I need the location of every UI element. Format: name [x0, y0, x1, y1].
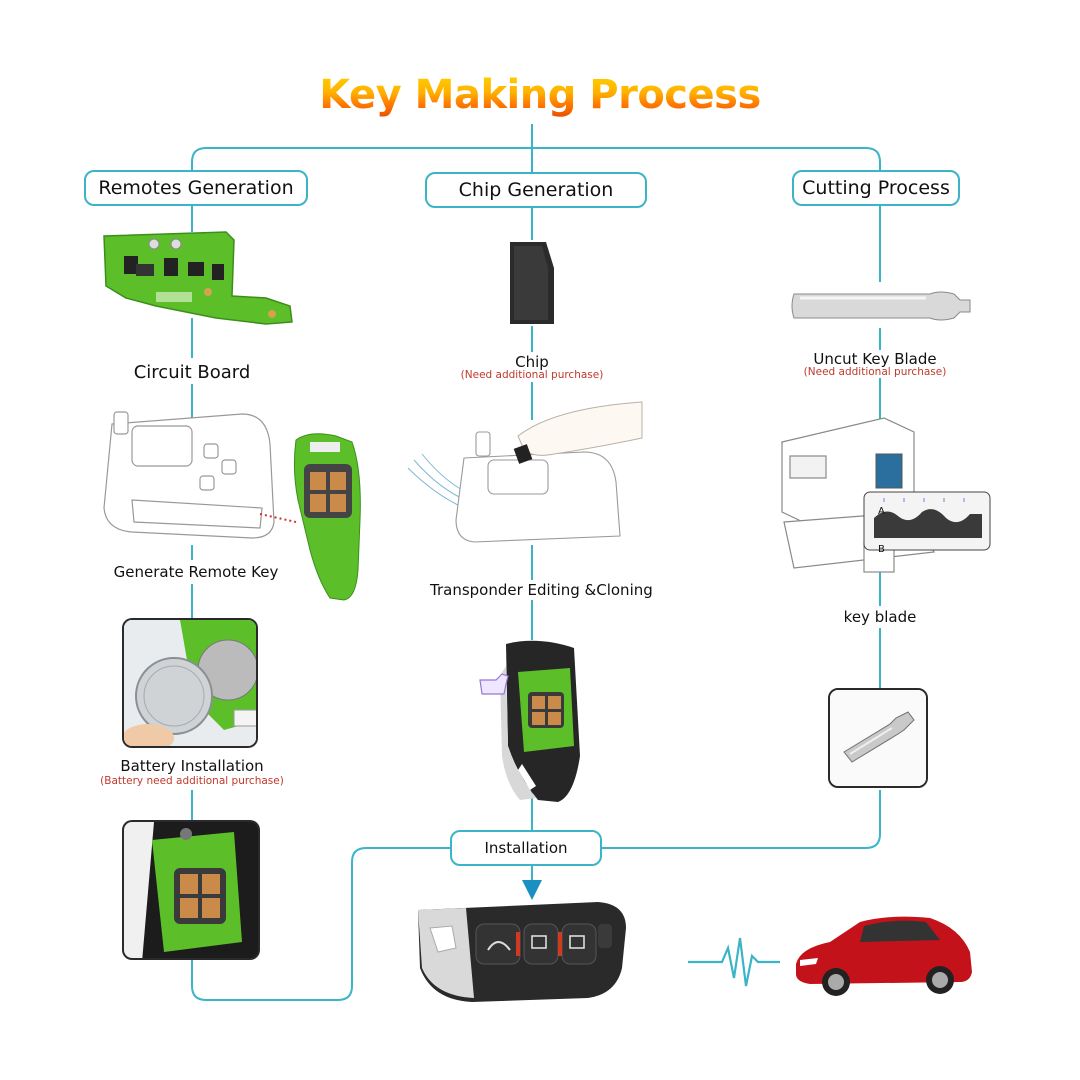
- label-circuit-board: Circuit Board: [133, 362, 251, 383]
- installation-step: Installation: [450, 830, 602, 866]
- right-return-line: [602, 790, 881, 849]
- graph-label-b: B: [878, 544, 885, 555]
- label-chip: Chip: [515, 353, 549, 371]
- top-bracket-line: [191, 147, 881, 174]
- installed-remote-photo: [122, 820, 260, 960]
- key-cutting-machine-image: A B: [781, 417, 991, 573]
- uncut-key-blade-image: [791, 291, 971, 321]
- key-tool-device-image: [103, 411, 275, 539]
- label-battery-installation: Battery Installation: [120, 757, 264, 775]
- graph-label-a: A: [878, 506, 885, 517]
- hand-pointer-icon: [479, 673, 509, 695]
- note-chip-purchase: (Need additional purchase): [460, 369, 604, 381]
- cut-key-blade-photo: [828, 688, 928, 788]
- battery-photo: [122, 618, 258, 748]
- page-title: Key Making Process: [0, 72, 1080, 118]
- section-remotes-generation: Remotes Generation: [84, 170, 308, 206]
- remote-shell-open-image: [479, 640, 580, 802]
- red-car-image: [796, 916, 972, 996]
- finished-flip-key-image: [418, 902, 626, 1002]
- transponder-chip-image: [510, 242, 554, 324]
- chip-cloning-image: [407, 401, 643, 543]
- label-uncut-key-blade: Uncut Key Blade: [813, 350, 937, 368]
- signal-wave-line: [688, 937, 780, 987]
- pointer-dotted-line: [259, 513, 297, 523]
- section-chip-generation: Chip Generation: [425, 172, 647, 208]
- label-key-blade: key blade: [843, 608, 917, 626]
- label-generate-remote-key: Generate Remote Key: [113, 563, 279, 581]
- circuit-board-image: [103, 231, 293, 325]
- section-cutting-process: Cutting Process: [792, 170, 960, 206]
- note-battery-purchase: (Battery need additional purchase): [100, 775, 284, 787]
- remote-pcb-image: [293, 433, 361, 601]
- left-return-line: [191, 847, 450, 1001]
- note-blade-purchase: (Need additional purchase): [803, 366, 947, 378]
- installation-arrow-icon: [522, 880, 542, 900]
- label-transponder-editing-cloning: Transponder Editing &Cloning: [430, 581, 653, 599]
